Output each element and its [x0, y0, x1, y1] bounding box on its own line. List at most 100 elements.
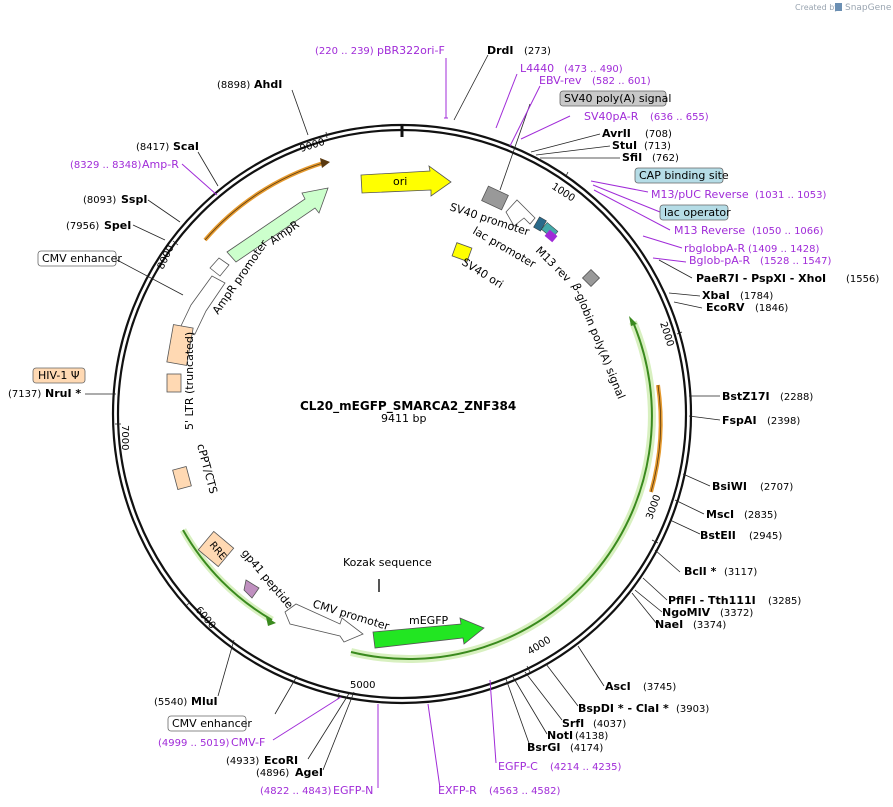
feature-cmv-promoter[interactable] [284, 603, 364, 643]
box-cmv-enhancer-bottom[interactable] [167, 715, 247, 732]
site-bsteii[interactable]: BstEII [700, 529, 736, 542]
site-asci[interactable]: AscI [605, 680, 631, 693]
site-bsrgi[interactable]: BsrGI [527, 741, 560, 754]
site-sspi-pos: (8093) [83, 195, 116, 206]
site-naei[interactable]: NaeI [655, 618, 683, 631]
box-sv40-polya[interactable] [559, 90, 667, 107]
primer-exfpr[interactable]: EXFP-R [438, 784, 477, 797]
feature-sv40-ori[interactable] [451, 242, 473, 262]
box-hiv[interactable] [32, 367, 86, 384]
site-bstz[interactable]: BstZ17I [722, 390, 770, 403]
site-srfi-pos: (4037) [593, 719, 626, 730]
feature-bglobin-block[interactable] [581, 268, 601, 288]
site-xbai[interactable]: XbaI [702, 289, 730, 302]
site-bsteii-pos: (2945) [749, 531, 782, 542]
primer-exfpr-pos: (4563 .. 4582) [489, 786, 561, 797]
site-xbai-pos: (1784) [740, 291, 773, 302]
site-ahdi[interactable]: AhdI [254, 78, 282, 91]
primer-rbglob[interactable]: rbglobpA-R [684, 242, 745, 255]
site-bcli-pos: (3117) [724, 567, 757, 578]
primer-ampr[interactable]: Amp-R [142, 158, 179, 171]
site-noti[interactable]: NotI [547, 729, 573, 742]
feature-gp41[interactable] [243, 579, 260, 599]
primer-m13puc[interactable]: M13/pUC Reverse [651, 188, 749, 201]
feature-sv40-promoter[interactable] [505, 199, 536, 227]
tick-label-7000: 7000 [119, 425, 130, 450]
primer-sv40pa[interactable]: SV40pA-R [584, 110, 639, 123]
box-label-cmv-enhancer-top: CMV enhancer [42, 252, 122, 265]
site-pflfi-pos: (3285) [768, 596, 801, 607]
primer-bglob[interactable]: Bglob-pA-R [689, 254, 751, 267]
primer-ebv[interactable]: EBV-rev [539, 74, 582, 87]
primer-egfpc-pos: (4214 .. 4235) [550, 762, 622, 773]
site-mlui-pos: (5540) [154, 697, 187, 708]
feature-label-cppt: cPPT/CTS [194, 442, 220, 495]
site-scai[interactable]: ScaI [173, 140, 199, 153]
primer-l4440-pos: (473 .. 490) [564, 64, 623, 75]
plasmid-size: 9411 bp [381, 412, 426, 425]
feature-megfp[interactable] [372, 617, 485, 649]
feature-cppt[interactable] [172, 466, 192, 490]
box-lac-operator[interactable] [659, 204, 729, 221]
created-by-label: Created by [795, 3, 839, 12]
site-avrii[interactable]: AvrII [602, 127, 631, 140]
site-sfii[interactable]: SfiI [622, 151, 642, 164]
feature-arc-orange-amp-outline [204, 162, 324, 241]
primer-m13rev[interactable]: M13 Reverse [674, 224, 745, 237]
box-cmv-enhancer-top[interactable] [37, 250, 117, 267]
primer-cmvf-pos: (4999 .. 5019) [158, 738, 230, 749]
site-drdi[interactable]: DrdI [487, 44, 514, 57]
tick-label-4000: 4000 [526, 635, 553, 658]
feature-hiv-psi-block[interactable] [166, 373, 182, 393]
site-mlui[interactable]: MluI [191, 695, 218, 708]
primer-egfpc[interactable]: EGFP-C [498, 760, 538, 773]
primer-sv40pa-pos: (636 .. 655) [650, 112, 709, 123]
site-scai-pos: (8417) [136, 142, 169, 153]
feature-m13-marker [544, 229, 558, 243]
feature-ltr[interactable] [166, 324, 194, 366]
feature-ampr-promoter[interactable] [209, 257, 230, 277]
site-nrui[interactable]: NruI * [45, 387, 81, 400]
primer-pbr322[interactable]: pBR322ori-F [377, 44, 445, 57]
site-ecorv-pos: (1846) [755, 303, 788, 314]
site-msci-pos: (2835) [744, 510, 777, 521]
primer-l4440[interactable]: L4440 [520, 62, 554, 75]
snapgene-logo-icon [835, 3, 842, 11]
site-sspi[interactable]: SspI [121, 193, 147, 206]
site-bspdi[interactable]: BspDI * - ClaI * [578, 702, 669, 715]
site-ecori-pos: (4933) [226, 756, 259, 767]
feature-rre[interactable] [197, 530, 235, 568]
primer-egfpn[interactable]: EGFP-N [333, 784, 373, 797]
tick-label-9000: 9000 [299, 137, 327, 155]
site-spei[interactable]: SpeI [104, 219, 131, 232]
site-bcli[interactable]: BclI * [684, 565, 717, 578]
site-fspai[interactable]: FspAI [722, 414, 757, 427]
feature-label-m13-rev: M13 rev [533, 244, 574, 285]
primer-rbglob-pos: (1409 .. 1428) [748, 244, 820, 255]
site-agei[interactable]: AgeI [295, 766, 323, 779]
site-msci[interactable]: MscI [706, 508, 734, 521]
site-pflfi[interactable]: PflFI - Tth111I [668, 594, 756, 607]
box-label-hiv: HIV-1 Ψ [38, 369, 80, 382]
site-spei-pos: (7956) [66, 221, 99, 232]
feature-label-ltr: 5' LTR (truncated) [183, 332, 196, 430]
site-ngomiv[interactable]: NgoMIV [662, 606, 711, 619]
site-ecori[interactable]: EcoRI [264, 754, 298, 767]
feature-ampr[interactable] [226, 187, 329, 263]
feature-ori[interactable] [360, 165, 452, 197]
primer-ampr-pos: (8329 .. 8348) [70, 160, 142, 171]
box-cap[interactable] [634, 167, 724, 184]
primer-cmvf[interactable]: CMV-F [231, 736, 265, 749]
primer-lines [181, 58, 687, 789]
box-label-lac-operator: lac operator [664, 206, 731, 219]
site-pae[interactable]: PaeR7I - PspXI - XhoI [696, 272, 826, 285]
site-bsiwi[interactable]: BsiWI [712, 480, 747, 493]
site-ecorv[interactable]: EcoRV [706, 301, 745, 314]
tick-label-1000: 1000 [549, 181, 576, 204]
site-naei-pos: (3374) [693, 620, 726, 631]
site-srfi[interactable]: SrfI [562, 717, 584, 730]
feature-cap-site[interactable] [533, 216, 547, 232]
feature-sv40-polya-block[interactable] [481, 185, 509, 211]
site-stui[interactable]: StuI [612, 139, 637, 152]
